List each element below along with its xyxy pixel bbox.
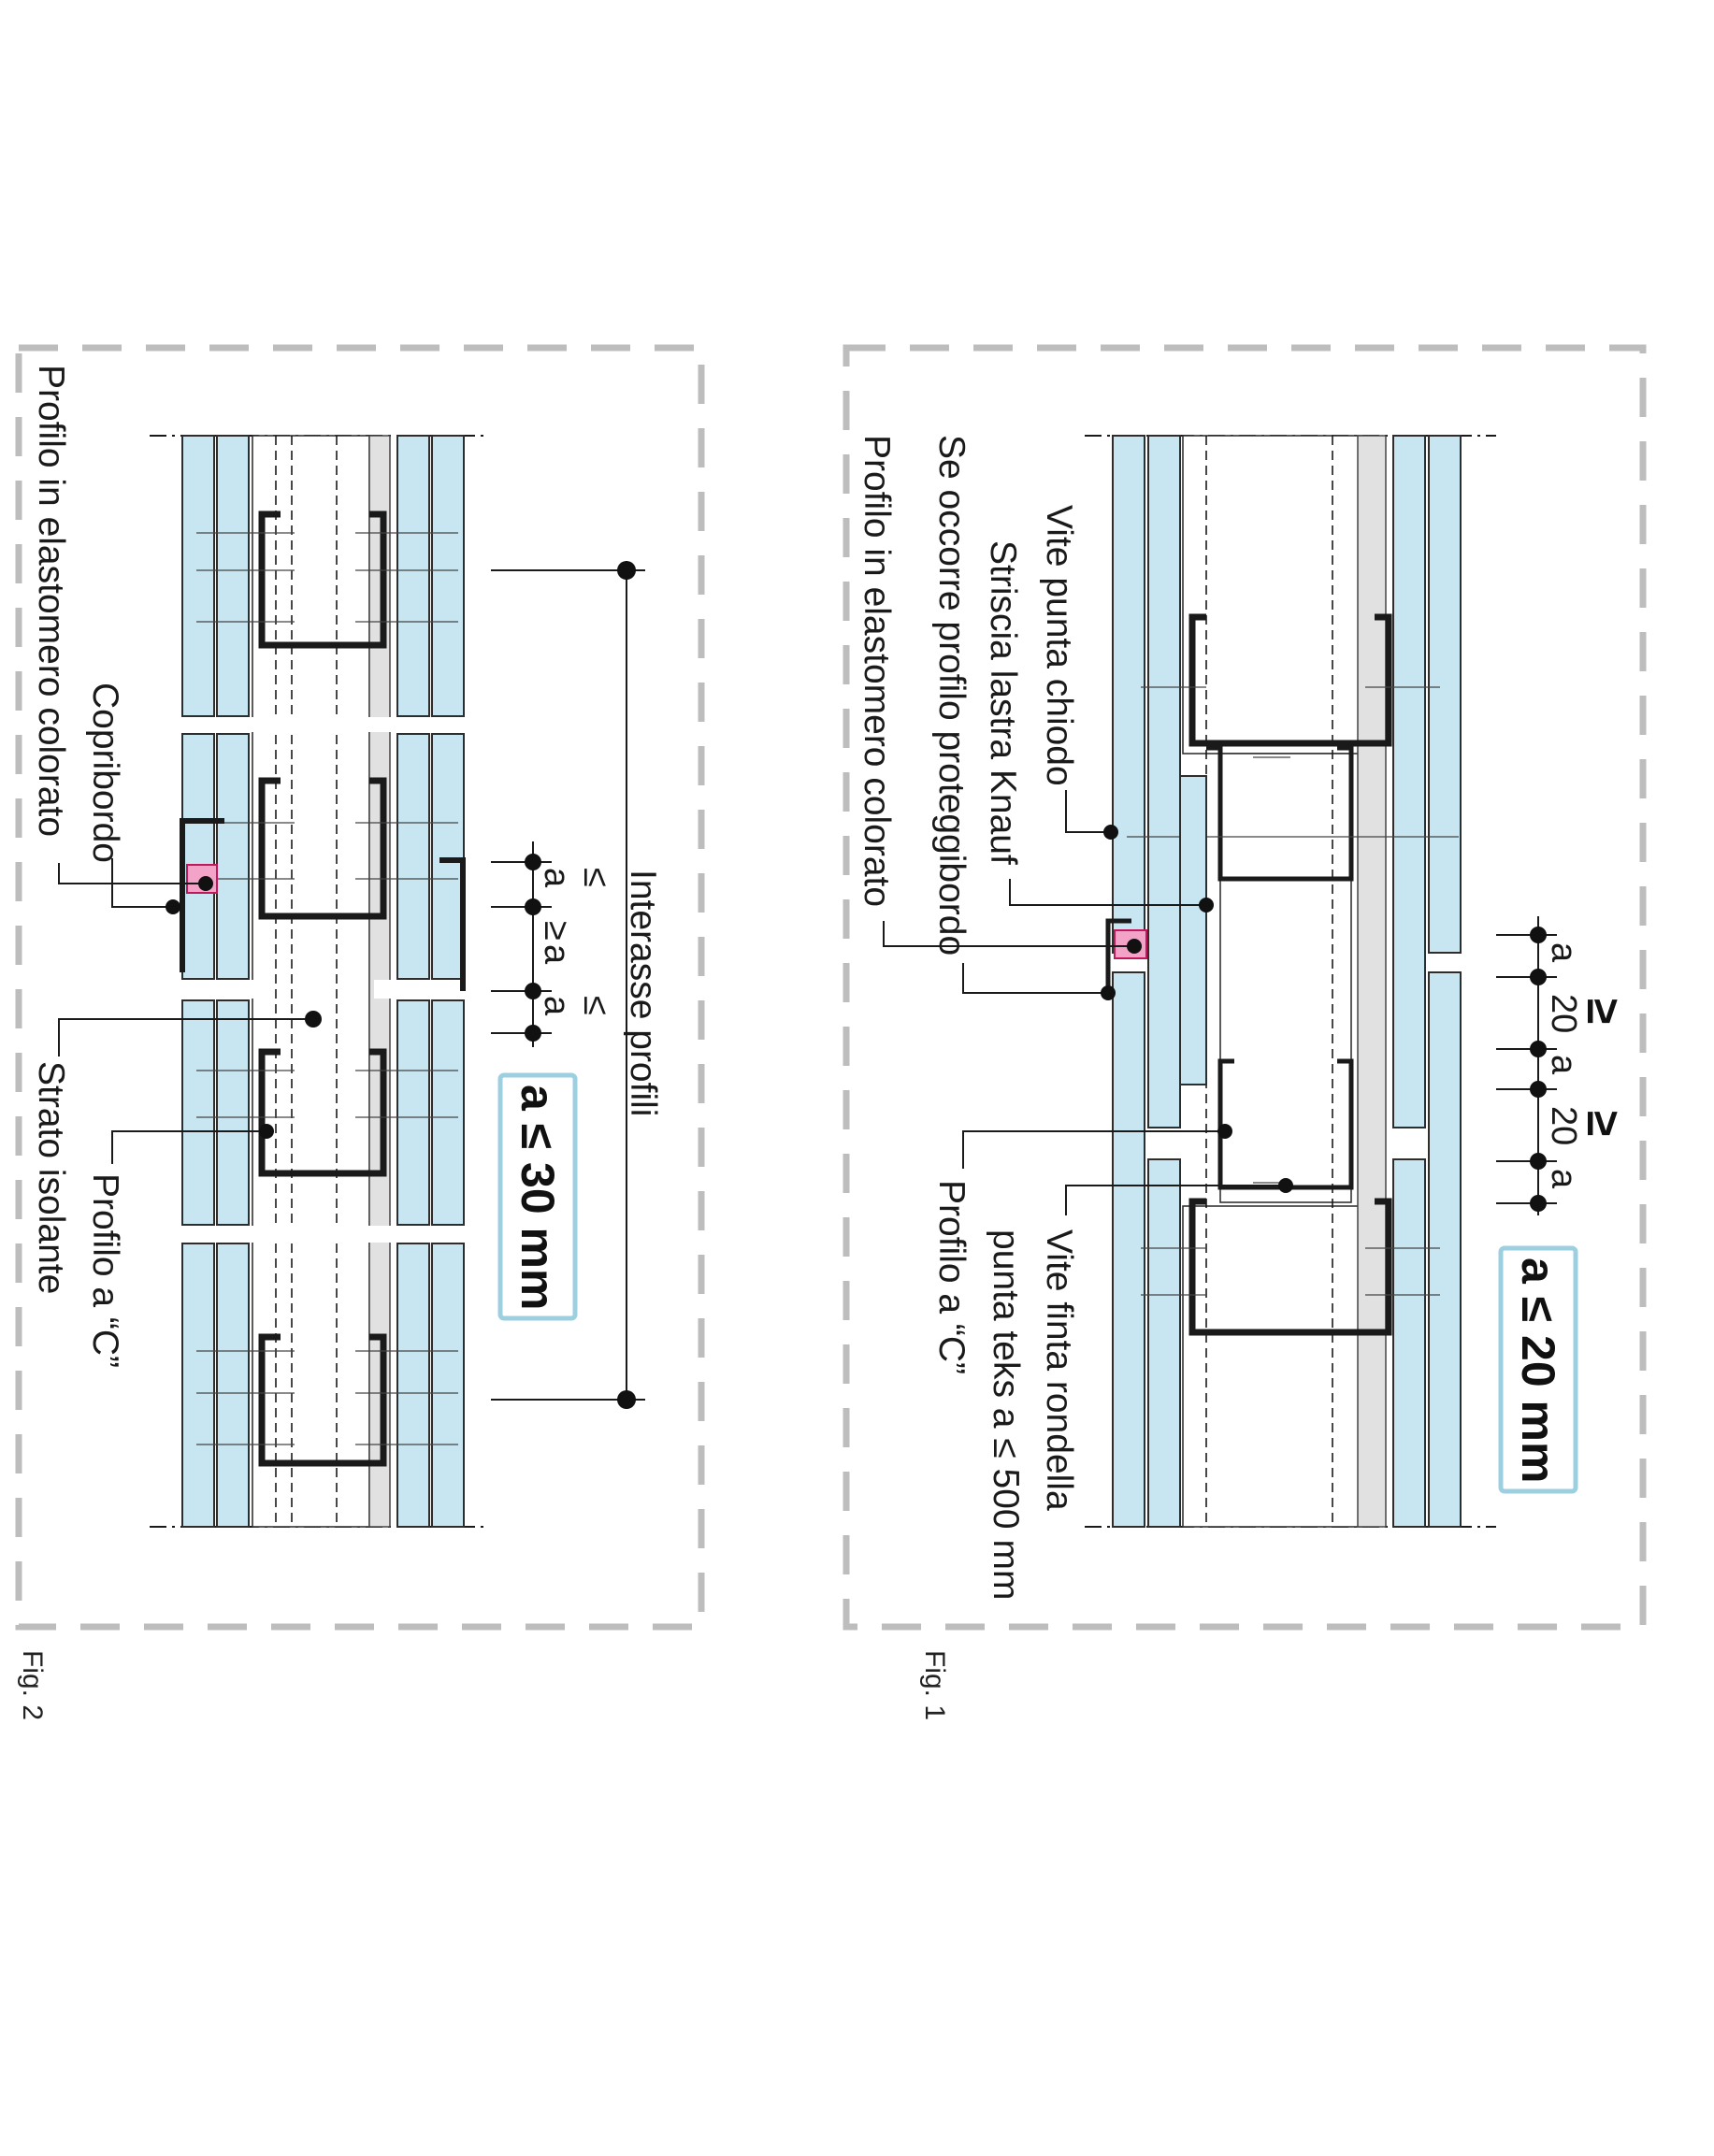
fig2-caption: Fig. 2 — [17, 1650, 48, 1720]
fig2-diagram — [15, 344, 705, 1631]
fig2-screws — [196, 532, 458, 1445]
fig1-label-profilo-c: Profilo a “C” — [931, 1180, 972, 1374]
fig1-dim-20-2: 20 — [1544, 1106, 1583, 1145]
fig1-boards-left — [1112, 435, 1181, 1528]
fig2-leaders — [58, 858, 322, 1164]
fig2-insulation — [252, 435, 370, 1528]
fig1-min-symbol-2: ≥ — [1577, 1111, 1630, 1136]
fig2-dim-a-1: a — [537, 868, 576, 888]
fig2-label-profilo-c: Profilo a “C” — [85, 1173, 125, 1368]
fig1-striscia-lastra — [1179, 775, 1207, 1085]
fig2-label-interasse: Interasse profili — [623, 870, 663, 1116]
fig1-label-profilo-elastomero: Profilo in elastomero colorato — [857, 435, 897, 907]
fig2-label-strato-isolante: Strato isolante — [31, 1061, 71, 1294]
fig1-limit-box — [1498, 1245, 1578, 1494]
fig2-label-copribordo: Copribordo — [85, 683, 125, 863]
fig1-dim-a-2: a — [1544, 1055, 1583, 1075]
fig2-dim-a-2: a — [537, 944, 576, 965]
fig1-a-dimension — [1496, 916, 1557, 1215]
fig2-c-profiles — [258, 510, 387, 1467]
fig2-limit-text: a ≤ 30 mm — [511, 1085, 564, 1310]
fig1-insulation-middle — [1219, 753, 1352, 1203]
fig1-screws — [1127, 686, 1459, 1296]
fig1-label-vite-finta-rondella-1: Vite finta rondella — [1039, 1229, 1079, 1511]
fig1-label-profilo-proteggibordo: Se occorre profilo proteggibordo — [931, 435, 972, 956]
fig2-interasse-dimension — [491, 561, 645, 1409]
fig2-copribordo — [180, 818, 224, 972]
fig2-boards-left — [181, 435, 250, 1528]
fig1-label-striscia-lastra: Striscia lastra Knauf — [983, 540, 1023, 865]
fig1-insulation-bottom — [1182, 1205, 1371, 1528]
fig1-dim-a-3: a — [1544, 1169, 1583, 1189]
fig2-limit-box — [497, 1072, 578, 1321]
fig2-dim-symbol-1: ≤ — [576, 868, 615, 887]
fig2-a-dimension — [491, 841, 552, 1047]
fig1-leaders — [883, 790, 1293, 1215]
fig1-dim-20-1: 20 — [1544, 994, 1583, 1033]
fig1-grey-strip — [1357, 435, 1387, 1528]
fig1-diagram — [843, 344, 1647, 1631]
fig1-frame — [843, 344, 1647, 1631]
fig2-dim-symbol-2: ≥ — [537, 921, 576, 941]
fig1-wool-top — [1182, 435, 1371, 755]
fig2-dim-symbol-3: ≤ — [576, 996, 615, 1015]
fig1-boards-right — [1392, 435, 1462, 1528]
fig1-label-vite-finta-rondella-2: punta teks a ≤ 500 mm — [986, 1229, 1026, 1600]
fig1-caption: Fig. 1 — [919, 1650, 950, 1720]
fig1-dim-a-1: a — [1544, 942, 1583, 963]
fig1-label-vite-punta-chiodo: Vite punta chiodo — [1039, 505, 1079, 786]
fig2-label-profilo-elastomero: Profilo in elastomero colorato — [31, 365, 71, 837]
fig1-proteggibordo — [1105, 918, 1131, 986]
fig2-boards-right — [396, 435, 465, 1528]
fig2-frame — [15, 344, 705, 1631]
fig1-limit-text: a ≤ 20 mm — [1512, 1258, 1564, 1483]
fig1-min-symbol-1: ≥ — [1577, 999, 1630, 1024]
fig2-dim-a-3: a — [537, 996, 576, 1016]
